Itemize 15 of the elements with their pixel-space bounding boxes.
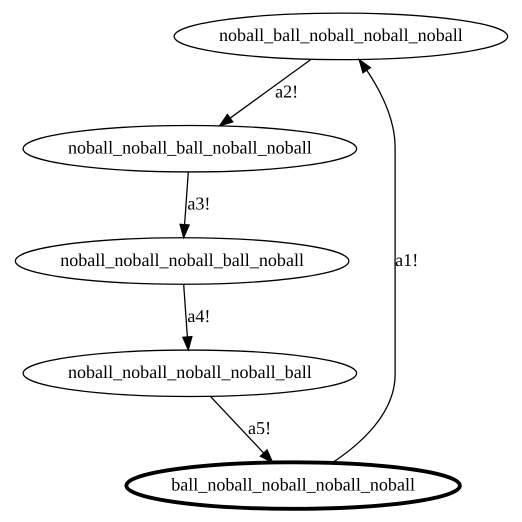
arrow	[181, 284, 192, 352]
edge-label: a3!	[186, 194, 210, 214]
arrow	[218, 58, 311, 127]
arrow	[331, 58, 396, 464]
arrow	[210, 396, 274, 464]
edge-label: a5!	[248, 418, 271, 438]
node-ellipse: ball_noball_noball_noball_noball	[124, 460, 462, 511]
node-ellipse: noball_noball_noball_ball_noball	[14, 237, 349, 285]
edge-label: a4!	[186, 306, 210, 326]
edge-label: a2!	[274, 81, 298, 102]
node-ellipse: noball_noball_noball_noball_ball	[22, 349, 357, 398]
arrow	[178, 172, 190, 240]
node-ellipse: noball_ball_noball_noball_noball	[173, 12, 508, 60]
edge-label: a1!	[394, 250, 418, 270]
node-ellipse: noball_noball_ball_noball_noball	[22, 124, 357, 173]
